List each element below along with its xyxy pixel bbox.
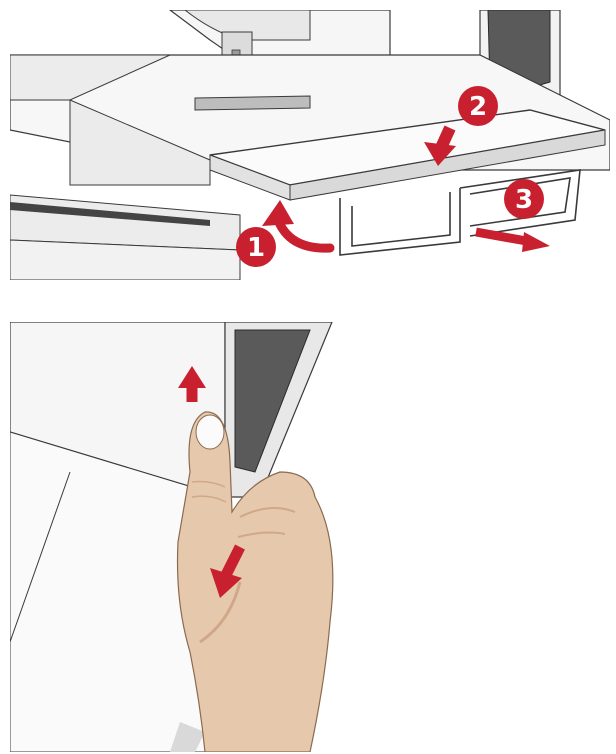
extension-table-attach-illustration: 1 2 3 xyxy=(10,10,610,280)
step-2-number: 2 xyxy=(469,92,487,122)
step-1-badge: 1 xyxy=(236,227,276,267)
hand-release-scene xyxy=(10,322,354,752)
step-1-number: 1 xyxy=(247,233,265,263)
step-3-arrow xyxy=(476,232,550,252)
step-3-badge: 3 xyxy=(504,179,544,219)
leg-panel xyxy=(225,322,332,497)
step-2-badge: 2 xyxy=(458,86,498,126)
leg-release-hand-illustration xyxy=(10,322,354,752)
step-3-number: 3 xyxy=(515,185,533,215)
extension-table-scene: 1 2 3 xyxy=(10,10,610,280)
